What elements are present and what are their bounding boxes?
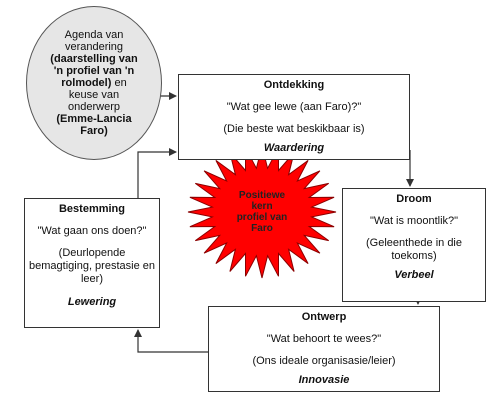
oval-line: en [111, 77, 127, 89]
droom-detail-1: (Geleenthede in die [365, 237, 462, 249]
ontdekking-footer: Waardering [263, 142, 325, 154]
bestemming-detail-1: (Deurlopende [58, 247, 126, 259]
core-line: kern [251, 201, 273, 212]
core-line: profiel van [236, 212, 288, 223]
ontdekking-detail: (Die beste wat beskikbaar is) [223, 123, 365, 135]
ontwerp-box: Ontwerp "Wat behoort te wees?" (Ons idea… [208, 306, 440, 392]
oval-line: Faro) [80, 125, 108, 137]
oval-line: verandering [64, 41, 124, 53]
oval-line: Agenda van [64, 29, 124, 41]
droom-box: Droom "Wat is moontlik?" (Geleenthede in… [342, 188, 486, 302]
ontdekking-title: Ontdekking [263, 79, 325, 91]
ontwerp-question: "Wat behoort te wees?" [266, 333, 382, 345]
oval-line: (daarstelling van [50, 53, 138, 65]
oval-line: rolmodel) [61, 77, 112, 89]
positive-core-starburst [187, 145, 337, 279]
droom-question: "Wat is moontlik?" [369, 215, 459, 227]
oval-line: 'n profiel van 'n [53, 65, 135, 77]
bestemming-box: Bestemming "Wat gaan ons doen?" (Deurlop… [24, 198, 160, 328]
droom-footer: Verbeel [394, 269, 434, 281]
ontwerp-detail: (Ons ideale organisasie/leier) [252, 355, 396, 367]
oval-line-group: rolmodel) en [61, 77, 126, 89]
bestemming-question: "Wat gaan ons doen?" [37, 225, 147, 237]
bestemming-detail-2: bemagtiging, prestasie en [29, 260, 155, 272]
arrow-bestemming-to-ontdekking [137, 148, 177, 198]
bestemming-footer: Lewering [67, 296, 117, 308]
ontwerp-title: Ontwerp [301, 311, 347, 323]
bestemming-title: Bestemming [58, 203, 126, 215]
oval-line: keuse van [68, 89, 120, 101]
bestemming-detail-3: leer) [80, 273, 103, 285]
core-line: Faro [251, 223, 273, 234]
change-agenda-oval: Agenda van verandering (daarstelling van… [26, 6, 162, 160]
arrow-ontwerp-to-bestemming [134, 329, 208, 353]
droom-title: Droom [396, 193, 432, 205]
ontwerp-footer: Innovasie [298, 374, 350, 386]
core-line: Positiewe [238, 190, 286, 201]
droom-detail-2: toekoms) [391, 250, 437, 262]
oval-line: onderwerp [68, 101, 120, 113]
ontdekking-question: "Wat gee lewe (aan Faro)?" [226, 101, 362, 113]
oval-line: (Emme-Lancia [56, 113, 132, 125]
ontdekking-box: Ontdekking "Wat gee lewe (aan Faro)?" (D… [178, 74, 410, 160]
positive-core-label: Positiewe kern profiel van Faro [222, 190, 302, 234]
